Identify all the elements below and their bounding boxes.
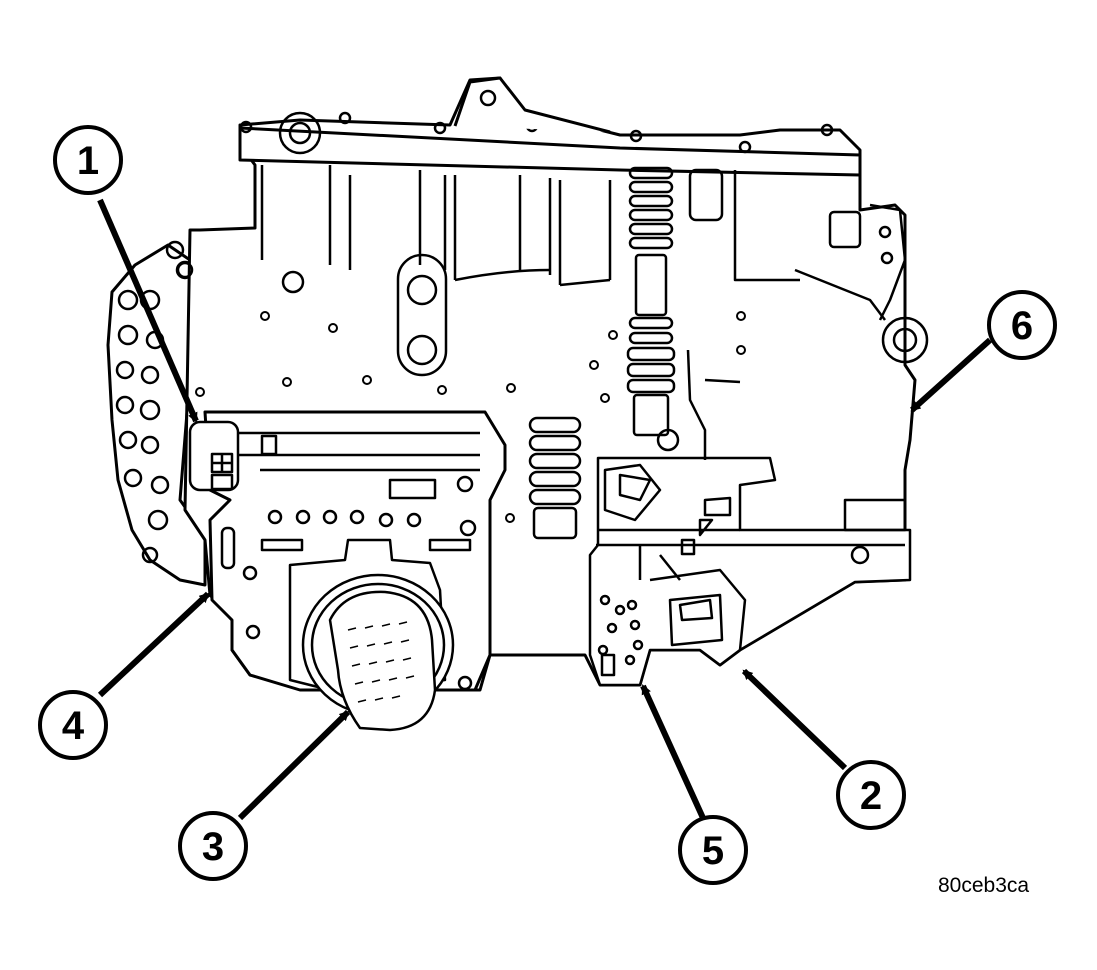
arrow-3	[237, 709, 351, 821]
arrow-6	[909, 337, 993, 413]
callouts: 1 2 3 4 5 6	[38, 125, 1057, 885]
callout-1-label: 1	[77, 139, 99, 183]
callout-1: 1	[53, 125, 123, 195]
callout-5: 5	[678, 815, 748, 885]
callout-2: 2	[836, 760, 906, 830]
arrow-1	[97, 198, 199, 423]
arrow-2	[741, 668, 848, 771]
callout-2-label: 2	[860, 774, 882, 818]
callout-4-label: 4	[62, 704, 85, 748]
callout-4: 4	[38, 690, 108, 760]
callout-6: 6	[987, 290, 1057, 360]
callout-5-label: 5	[702, 829, 724, 873]
arrow-5	[640, 684, 706, 820]
figure-id: 80ceb3ca	[938, 874, 1030, 897]
spring-stack	[626, 166, 724, 452]
callout-arrows	[97, 198, 993, 821]
callout-3-label: 3	[202, 825, 224, 869]
callout-6-label: 6	[1011, 304, 1033, 348]
valve-body-drawing	[106, 76, 929, 732]
arrow-4	[97, 591, 211, 698]
connector-3-housing	[288, 538, 455, 732]
callout-3: 3	[178, 811, 248, 881]
